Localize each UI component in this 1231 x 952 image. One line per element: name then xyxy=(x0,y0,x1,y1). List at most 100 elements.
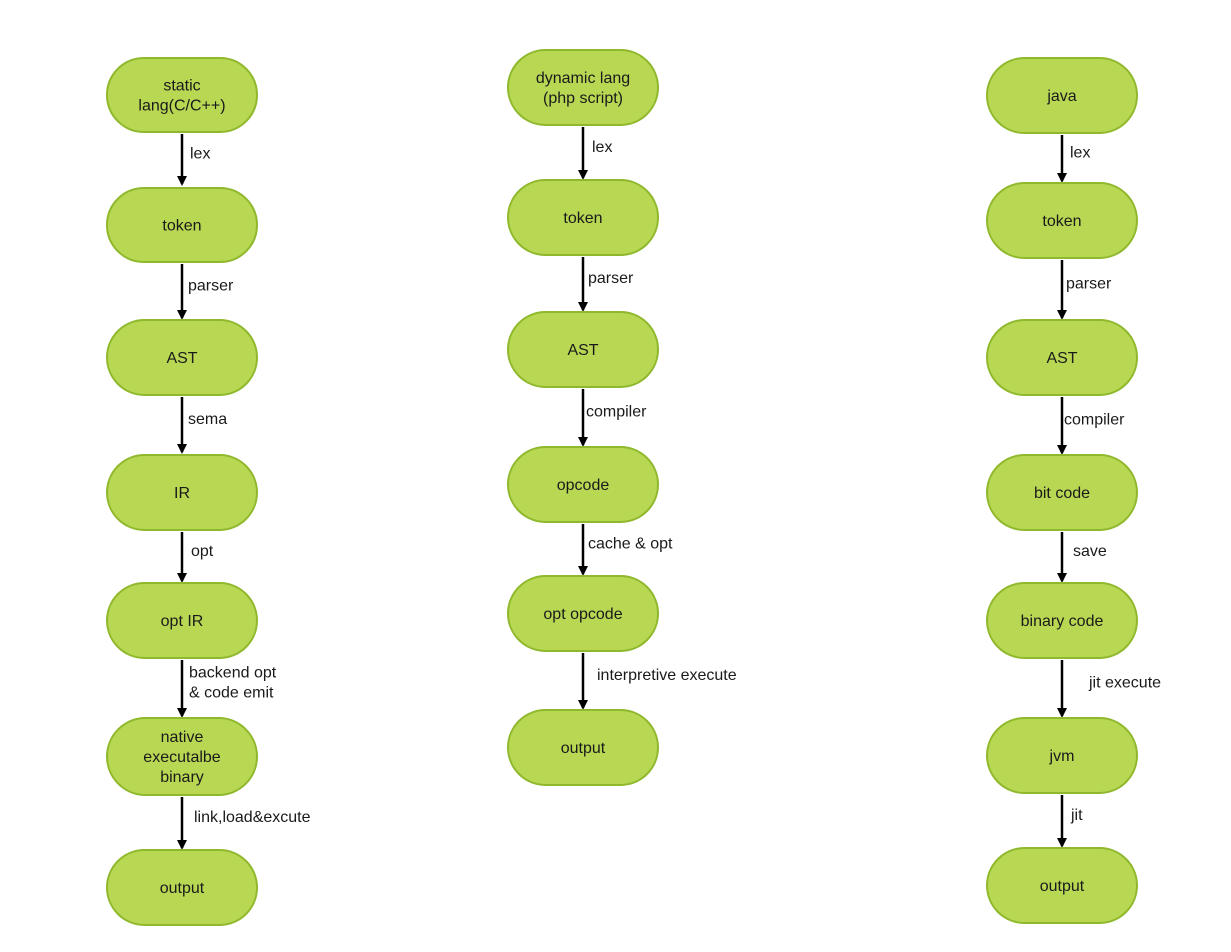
flow-node: static lang(C/C++) xyxy=(106,57,258,133)
edge-label: interpretive execute xyxy=(597,667,737,684)
node-shape xyxy=(106,849,258,926)
edge-label: opt xyxy=(191,543,214,560)
flow-node: token xyxy=(507,179,659,256)
node-shape xyxy=(986,319,1138,396)
node-label: java xyxy=(1046,88,1076,105)
node-shape xyxy=(106,717,258,796)
flow-edge: backend opt & code emit xyxy=(177,660,277,718)
edge-label: jit execute xyxy=(1088,675,1161,692)
node-label: static xyxy=(163,78,200,95)
node-shape xyxy=(507,446,659,523)
flow-edge: interpretive execute xyxy=(578,653,737,710)
node-shape xyxy=(507,709,659,786)
node-shape xyxy=(106,454,258,531)
flow-edge: parser xyxy=(1057,260,1112,320)
node-label: IR xyxy=(174,485,190,502)
flow-edge: compiler xyxy=(1057,397,1125,455)
node-label: AST xyxy=(567,342,598,359)
node-label: lang(C/C++) xyxy=(138,98,225,115)
flow-edge: lex xyxy=(578,127,612,180)
flow-node: output xyxy=(986,847,1138,924)
node-shape xyxy=(986,582,1138,659)
flow-node: bit code xyxy=(986,454,1138,531)
node-label: binary xyxy=(160,769,204,786)
edge-label: save xyxy=(1073,543,1107,560)
edge-label: & code emit xyxy=(189,685,274,702)
flow-node: AST xyxy=(507,311,659,388)
edge-label: lex xyxy=(592,139,612,156)
flow-edge: sema xyxy=(177,397,227,454)
flow-node: opt opcode xyxy=(507,575,659,652)
node-shape xyxy=(106,187,258,263)
edge-label: parser xyxy=(588,270,634,287)
flow-edge: save xyxy=(1057,532,1107,583)
node-label: AST xyxy=(166,350,197,367)
edge-label: compiler xyxy=(1064,412,1125,429)
node-label: AST xyxy=(1046,350,1077,367)
edge-label: lex xyxy=(190,146,210,163)
flow-node: AST xyxy=(986,319,1138,396)
flow-node: token xyxy=(986,182,1138,259)
flow-edge: jit xyxy=(1057,795,1083,848)
edge-label: link,load&excute xyxy=(194,809,311,826)
node-label: opcode xyxy=(557,477,610,494)
node-shape xyxy=(986,57,1138,134)
node-label: dynamic lang xyxy=(536,70,630,87)
node-label: output xyxy=(1040,878,1085,895)
flow-edge: lex xyxy=(177,134,210,186)
node-shape xyxy=(507,575,659,652)
node-label: native xyxy=(161,729,204,746)
edge-label: backend opt xyxy=(189,665,277,682)
node-shape xyxy=(986,182,1138,259)
edge-label: parser xyxy=(188,278,234,295)
flow-edge: parser xyxy=(578,257,634,312)
flow-node: binary code xyxy=(986,582,1138,659)
node-label: executalbe xyxy=(143,749,220,766)
flow-node: AST xyxy=(106,319,258,396)
edge-label: sema xyxy=(188,411,227,428)
flow-node: output xyxy=(106,849,258,926)
node-label: opt IR xyxy=(161,613,204,630)
node-label: token xyxy=(1042,213,1081,230)
node-label: output xyxy=(561,740,606,757)
node-shape xyxy=(507,49,659,126)
flow-node: IR xyxy=(106,454,258,531)
flow-node: jvm xyxy=(986,717,1138,794)
node-shape xyxy=(507,311,659,388)
flow-node: java xyxy=(986,57,1138,134)
flow-node: dynamic lang (php script) xyxy=(507,49,659,126)
node-shape xyxy=(106,319,258,396)
node-shape xyxy=(986,847,1138,924)
flow-node: opt IR xyxy=(106,582,258,659)
node-label: output xyxy=(160,880,205,897)
node-shape xyxy=(106,57,258,133)
edge-label: compiler xyxy=(586,404,647,421)
flow-edge: opt xyxy=(177,532,214,583)
node-label: token xyxy=(563,210,602,227)
flow-edge: cache & opt xyxy=(578,524,673,576)
flow-edge: lex xyxy=(1057,135,1090,183)
node-label: bit code xyxy=(1034,485,1090,502)
node-label: jvm xyxy=(1049,748,1075,765)
node-label: token xyxy=(162,218,201,235)
edge-label: parser xyxy=(1066,276,1112,293)
edge-label: jit xyxy=(1070,807,1083,824)
edge-label: cache & opt xyxy=(588,536,673,553)
flow-edge: parser xyxy=(177,264,234,320)
flow-edge: jit execute xyxy=(1057,660,1161,718)
flow-node: opcode xyxy=(507,446,659,523)
node-shape xyxy=(106,582,258,659)
node-label: opt opcode xyxy=(543,606,622,623)
node-shape xyxy=(507,179,659,256)
flow-node: output xyxy=(507,709,659,786)
node-shape xyxy=(986,717,1138,794)
node-label: (php script) xyxy=(543,90,623,107)
flow-node: token xyxy=(106,187,258,263)
node-label: binary code xyxy=(1021,613,1104,630)
flow-edge: link,load&excute xyxy=(177,797,311,850)
flow-edge: compiler xyxy=(578,389,647,447)
edge-label: lex xyxy=(1070,145,1090,162)
flow-node: native executalbe binary xyxy=(106,717,258,796)
node-shape xyxy=(986,454,1138,531)
